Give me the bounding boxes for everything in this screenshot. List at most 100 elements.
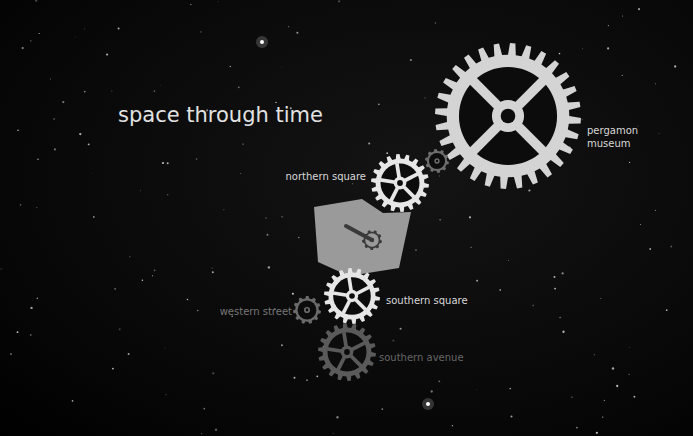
star	[17, 331, 19, 333]
star	[35, 0, 37, 2]
star	[292, 293, 294, 295]
star	[559, 53, 561, 55]
star	[49, 78, 51, 80]
star	[38, 33, 39, 34]
star	[607, 47, 609, 49]
star	[154, 269, 156, 271]
star	[164, 347, 166, 349]
star	[197, 310, 198, 311]
star	[298, 237, 299, 238]
star	[655, 83, 656, 84]
gear-label: southern avenue	[379, 351, 464, 364]
star	[640, 224, 641, 225]
gear	[293, 296, 321, 324]
star	[435, 22, 436, 23]
star	[167, 194, 169, 196]
star	[507, 260, 509, 262]
gear-label: southern square	[386, 294, 468, 307]
gear-hole	[328, 333, 367, 372]
star	[510, 415, 512, 417]
star	[622, 16, 623, 17]
star	[604, 400, 605, 401]
star	[316, 375, 318, 377]
star	[638, 8, 640, 10]
star	[596, 432, 598, 434]
star	[54, 148, 56, 150]
star	[119, 328, 121, 330]
gear-label: western street	[220, 305, 292, 318]
bright-star	[260, 40, 264, 44]
star	[62, 101, 64, 103]
gear-axle	[397, 180, 403, 186]
star	[114, 288, 116, 290]
star	[128, 353, 130, 355]
star	[106, 53, 108, 55]
star	[431, 390, 433, 392]
star	[275, 102, 276, 103]
gear-hub	[434, 158, 439, 163]
star	[554, 288, 556, 290]
star	[30, 40, 32, 42]
star	[196, 158, 197, 159]
star	[142, 280, 143, 281]
star	[30, 334, 31, 335]
gear	[435, 43, 581, 189]
star	[17, 129, 19, 131]
gear-hub	[394, 177, 407, 190]
star	[84, 91, 86, 93]
star	[111, 90, 113, 92]
gear-hub	[304, 307, 310, 313]
star	[378, 103, 380, 105]
gear-teeth	[425, 149, 449, 173]
star	[368, 143, 370, 145]
star	[217, 1, 219, 3]
star	[93, 216, 95, 218]
star	[594, 354, 595, 355]
gear-teeth	[435, 43, 581, 189]
star	[562, 272, 564, 274]
star	[532, 305, 534, 307]
star	[658, 133, 660, 135]
gear-axle	[436, 160, 438, 162]
star	[392, 339, 394, 341]
gear-teeth	[293, 296, 321, 324]
star	[84, 28, 86, 30]
star	[187, 299, 189, 301]
gear-teeth	[324, 268, 380, 324]
gear-hole	[429, 153, 445, 169]
gear-hole	[333, 277, 371, 315]
star	[154, 90, 156, 92]
gear-hub	[492, 100, 524, 132]
star	[242, 143, 243, 144]
star	[616, 385, 618, 387]
star	[471, 247, 472, 248]
star	[36, 207, 37, 208]
star	[140, 190, 141, 191]
gear-axle	[306, 309, 309, 312]
star	[281, 216, 283, 218]
star	[53, 118, 55, 120]
gear	[371, 154, 429, 212]
star	[622, 75, 623, 76]
star	[22, 47, 24, 49]
gear-label: northern square	[286, 170, 367, 183]
star	[633, 396, 635, 398]
star	[212, 271, 214, 273]
star	[438, 380, 440, 382]
star	[582, 48, 583, 49]
bright-star-glow	[256, 36, 268, 48]
star	[200, 31, 201, 32]
star	[230, 66, 231, 67]
gear	[425, 149, 449, 173]
star	[238, 86, 240, 88]
star	[336, 416, 338, 418]
gear-hole	[459, 67, 557, 165]
gear-teeth	[371, 154, 429, 212]
star	[670, 246, 672, 248]
star	[602, 416, 603, 417]
star	[265, 217, 266, 218]
star	[352, 183, 353, 184]
star	[281, 344, 283, 346]
bright-star	[426, 402, 430, 406]
